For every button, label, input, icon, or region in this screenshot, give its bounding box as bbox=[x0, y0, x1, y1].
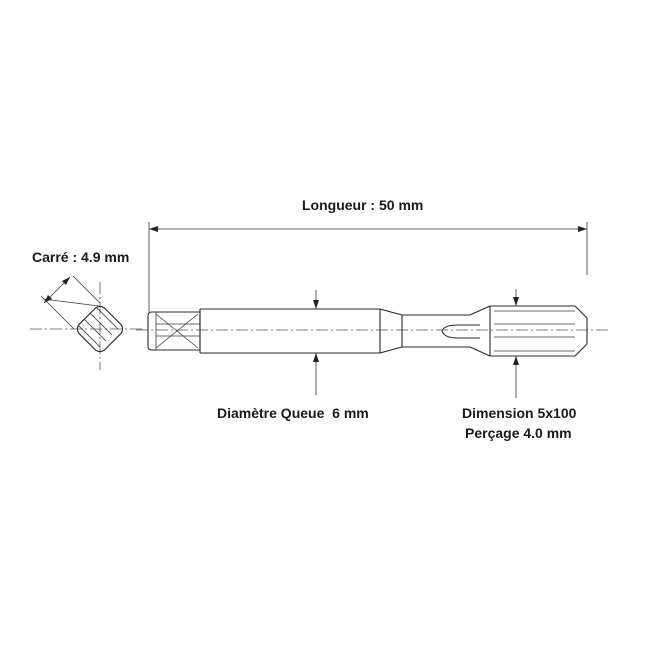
square-label: Carré : 4.9 mm bbox=[32, 249, 129, 265]
length-label: Longueur : 50 mm bbox=[302, 197, 423, 213]
length-dimension bbox=[148, 222, 588, 312]
tap-side-view bbox=[136, 305, 610, 357]
square-section-view bbox=[30, 275, 142, 370]
shank-diameter-dimension bbox=[313, 290, 319, 395]
thread-diameter-dimension bbox=[513, 289, 519, 398]
drill-label: Perçage 4.0 mm bbox=[465, 425, 572, 441]
shank-diameter-label: Diamètre Queue 6 mm bbox=[217, 405, 369, 421]
dimension-label: Dimension 5x100 bbox=[462, 405, 577, 421]
